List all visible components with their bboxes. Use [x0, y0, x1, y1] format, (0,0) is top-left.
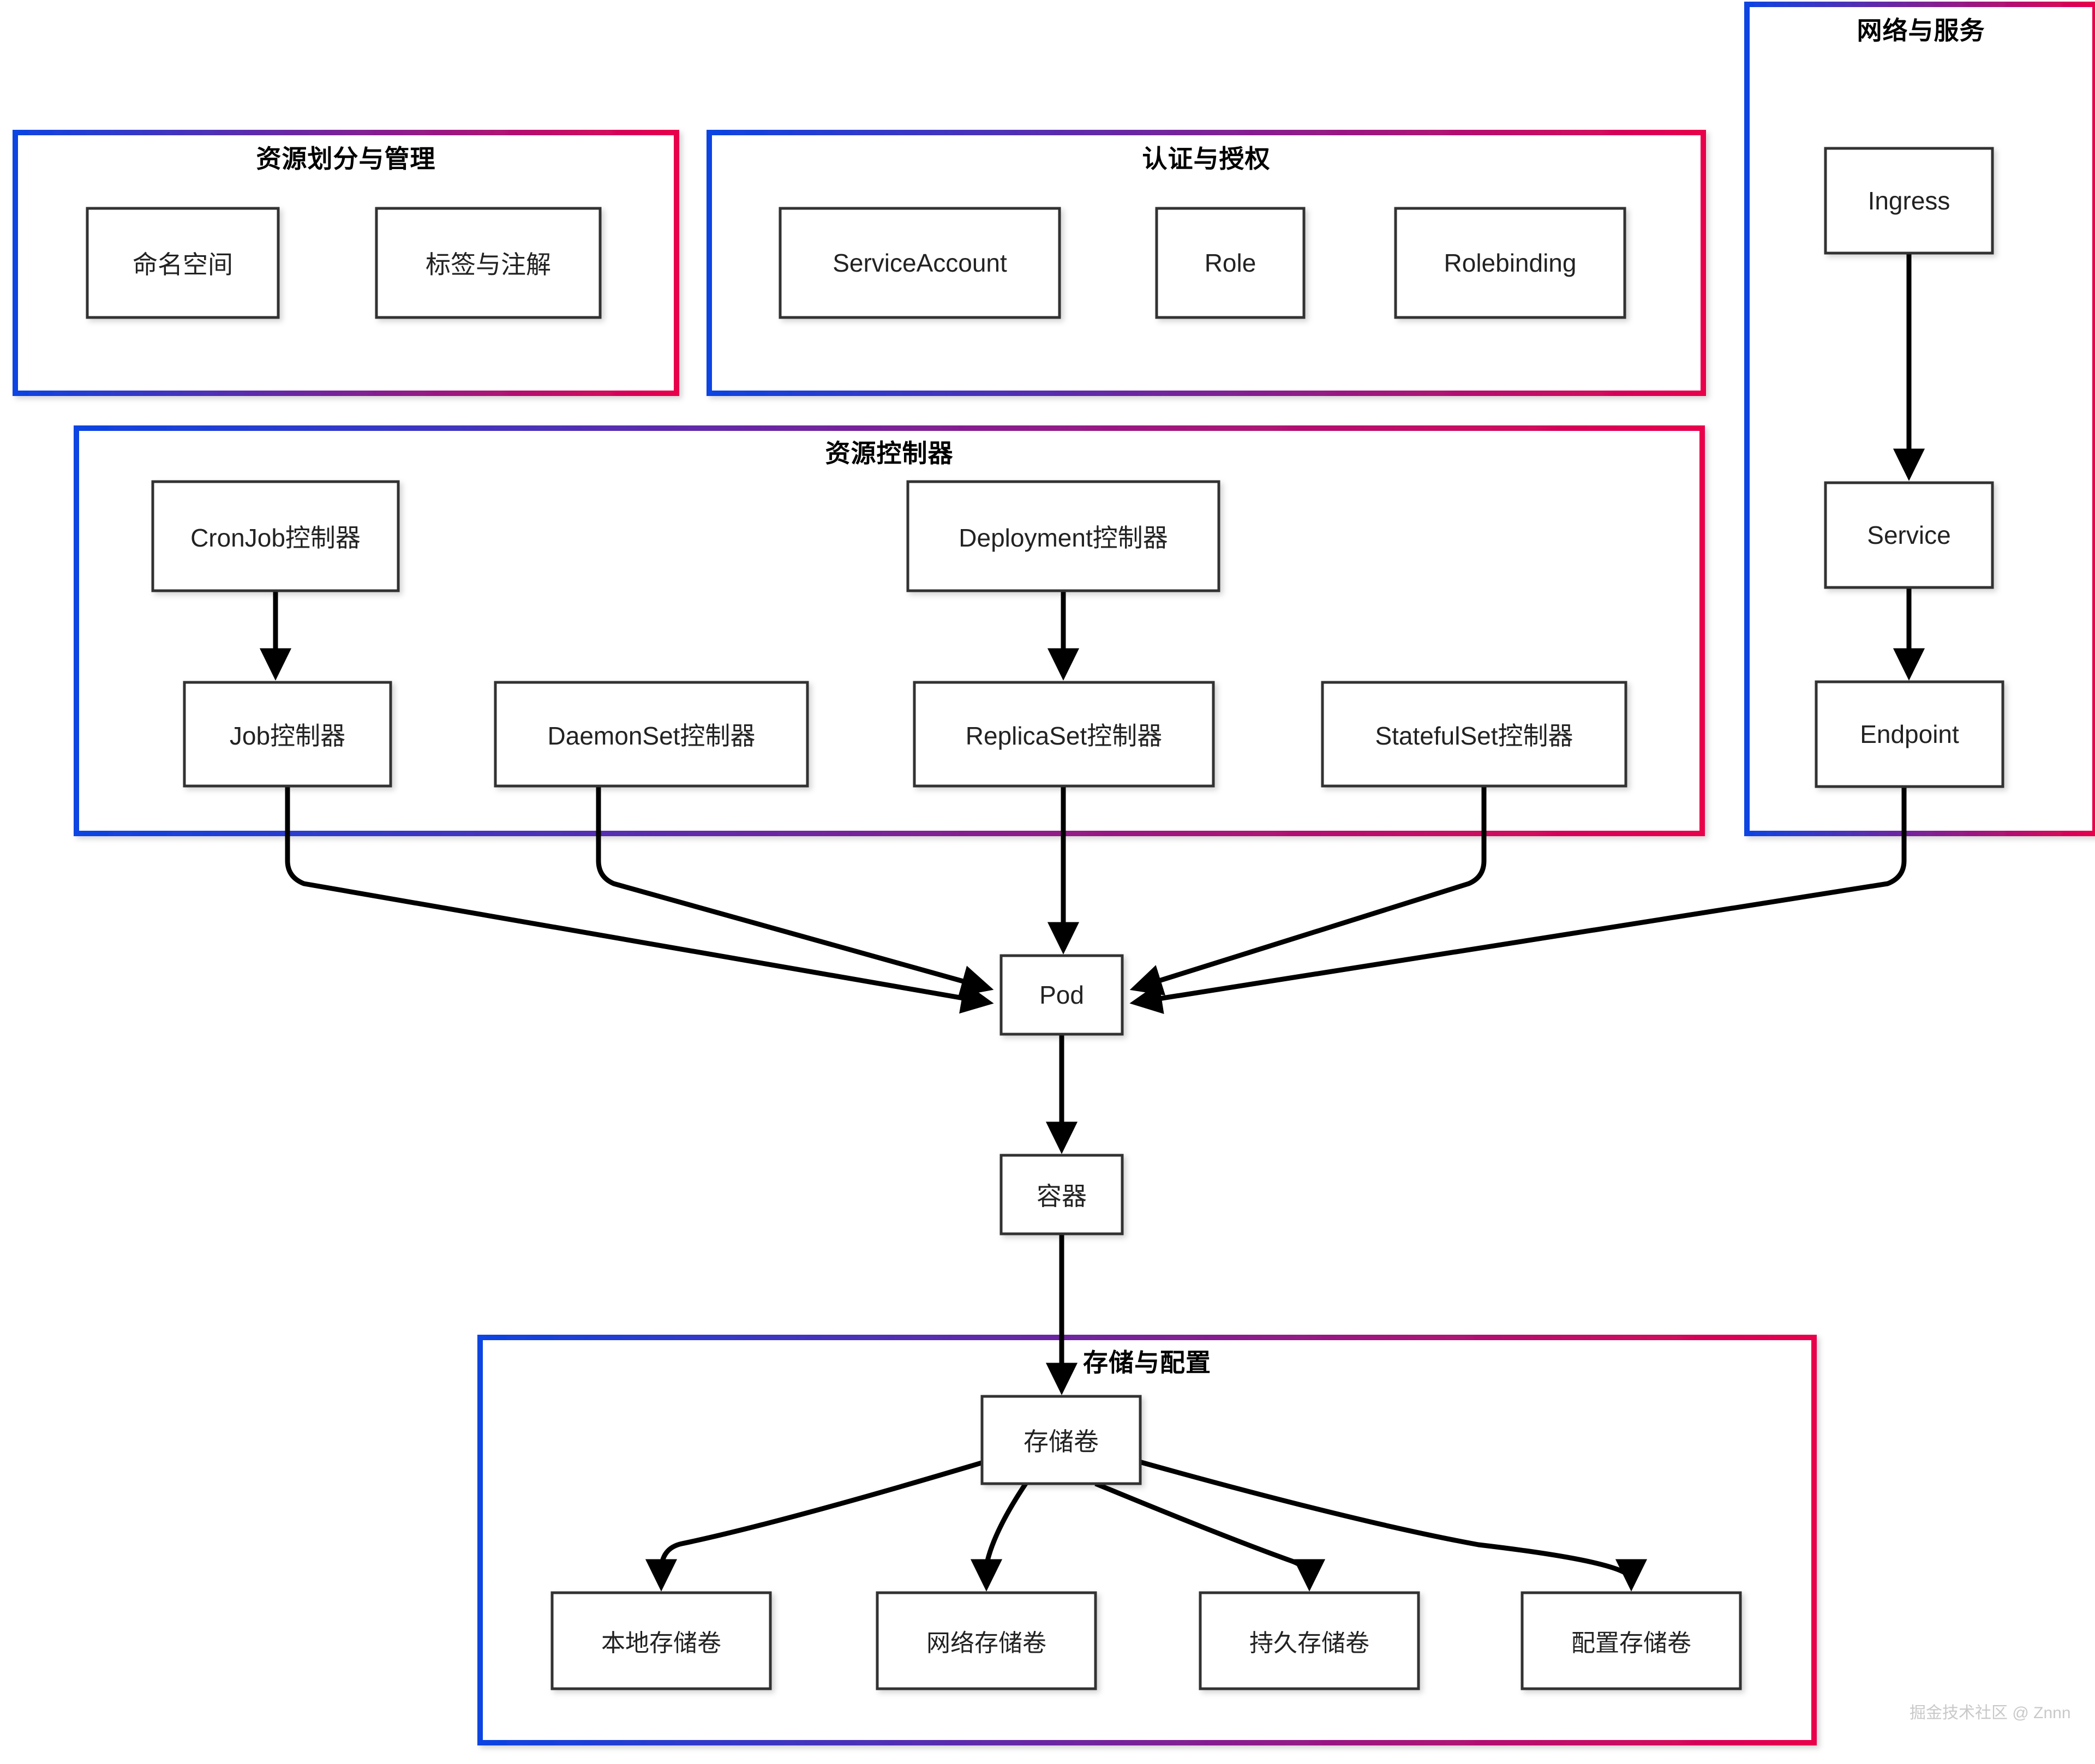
node-rect-labels	[375, 207, 602, 319]
node-rect-role	[1155, 207, 1306, 319]
edge-volume-to-config	[1123, 1455, 1648, 1592]
edge-volume-to-persist	[1094, 1481, 1326, 1592]
node-rect-container	[999, 1154, 1124, 1235]
group-title-controller: 资源控制器	[825, 439, 954, 467]
node-rect-local-volume	[550, 1591, 772, 1690]
node-rect-ingress	[1824, 147, 1994, 255]
group-rect-network	[1744, 2, 2095, 836]
node-rect-daemonset-ctl	[494, 681, 809, 788]
edge-endpoint-to-pod	[1129, 787, 1907, 1015]
node-rect-rolebinding	[1394, 207, 1626, 319]
watermark: 掘金技术社区 @ Znnn	[1910, 1704, 2071, 1722]
node-rect-pod	[999, 954, 1124, 1036]
node-rect-statefulset-ctl	[1321, 681, 1627, 788]
node-rect-replicaset-ctl	[913, 681, 1215, 788]
node-rect-service	[1824, 481, 1994, 589]
edge-volume-to-network	[970, 1482, 1028, 1592]
node-rect-network-volume	[876, 1591, 1097, 1690]
node-rect-job-ctl	[183, 681, 392, 788]
node-rect-serviceaccount	[779, 207, 1061, 319]
edge-job-to-pod	[285, 786, 994, 1014]
group-title-network: 网络与服务	[1857, 16, 1985, 45]
node-rect-persist-volume	[1199, 1591, 1420, 1690]
edge-volume-to-local	[645, 1455, 1001, 1592]
node-rect-volume	[980, 1395, 1142, 1485]
node-rect-deployment-ctl	[906, 480, 1220, 592]
node-rect-namespace	[86, 207, 280, 319]
node-rect-endpoint	[1815, 680, 2004, 788]
group-title-auth: 认证与授权	[1142, 145, 1271, 173]
group-title-resource-mgmt: 资源划分与管理	[256, 145, 436, 173]
group-title-storage: 存储与配置	[1083, 1348, 1211, 1377]
node-rect-config-volume	[1521, 1591, 1742, 1690]
node-rect-cronjob-ctl	[151, 480, 400, 592]
edge-statefulset-to-pod	[1129, 786, 1487, 995]
edge-daemonset-to-pod	[596, 786, 994, 997]
